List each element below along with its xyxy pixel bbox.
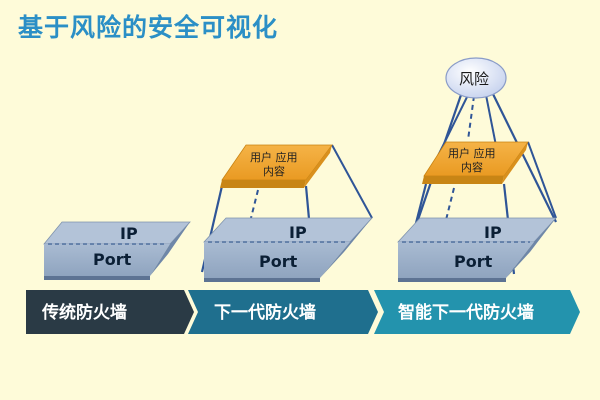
risk-label: 风险: [459, 70, 489, 88]
stage-banner-next-gen: 下一代防火墙: [188, 290, 378, 334]
page-title: 基于风险的安全可视化: [18, 13, 279, 42]
frame-line-dashed: [249, 189, 259, 223]
stage-intelligent-next-gen-firewall: IP Port 用户 应用 内容 风险: [397, 57, 557, 282]
frame-line-back: [331, 144, 373, 219]
stage-next-gen-firewall: IP Port 用户 应用 内容: [200, 144, 373, 282]
ip-port-slab: [43, 221, 191, 280]
stage-traditional-firewall: IP Port: [43, 221, 191, 280]
user-app-content-slab: [422, 141, 529, 184]
risk-bubble: [445, 57, 507, 99]
port-label: Port: [454, 252, 493, 271]
app-label-line2: 内容: [461, 160, 483, 174]
ip-label: IP: [120, 224, 138, 243]
ip-port-slab: [397, 217, 557, 282]
port-label: Port: [259, 252, 298, 271]
ip-port-slab: [203, 217, 373, 282]
banner-label: 下一代防火墙: [214, 302, 316, 323]
ip-label: IP: [289, 223, 307, 242]
user-app-content-slab: [220, 144, 333, 188]
frame-line-outer-right: [491, 91, 557, 223]
app-label-line1: 用户 应用: [250, 150, 298, 164]
banner-label: 智能下一代防火墙: [398, 302, 534, 323]
frame-line-dashed-top: [467, 95, 475, 141]
app-label-line2: 内容: [263, 164, 285, 178]
app-label-line1: 用户 应用: [448, 146, 496, 160]
frame-line-back: [527, 141, 557, 219]
stage-banner-traditional: 传统防火墙: [26, 290, 194, 334]
stage-banner-intelligent: 智能下一代防火墙: [374, 290, 580, 334]
port-label: Port: [93, 250, 132, 269]
banner-label: 传统防火墙: [41, 302, 127, 323]
frame-line-dashed-mid: [445, 187, 455, 221]
ip-label: IP: [484, 223, 502, 242]
